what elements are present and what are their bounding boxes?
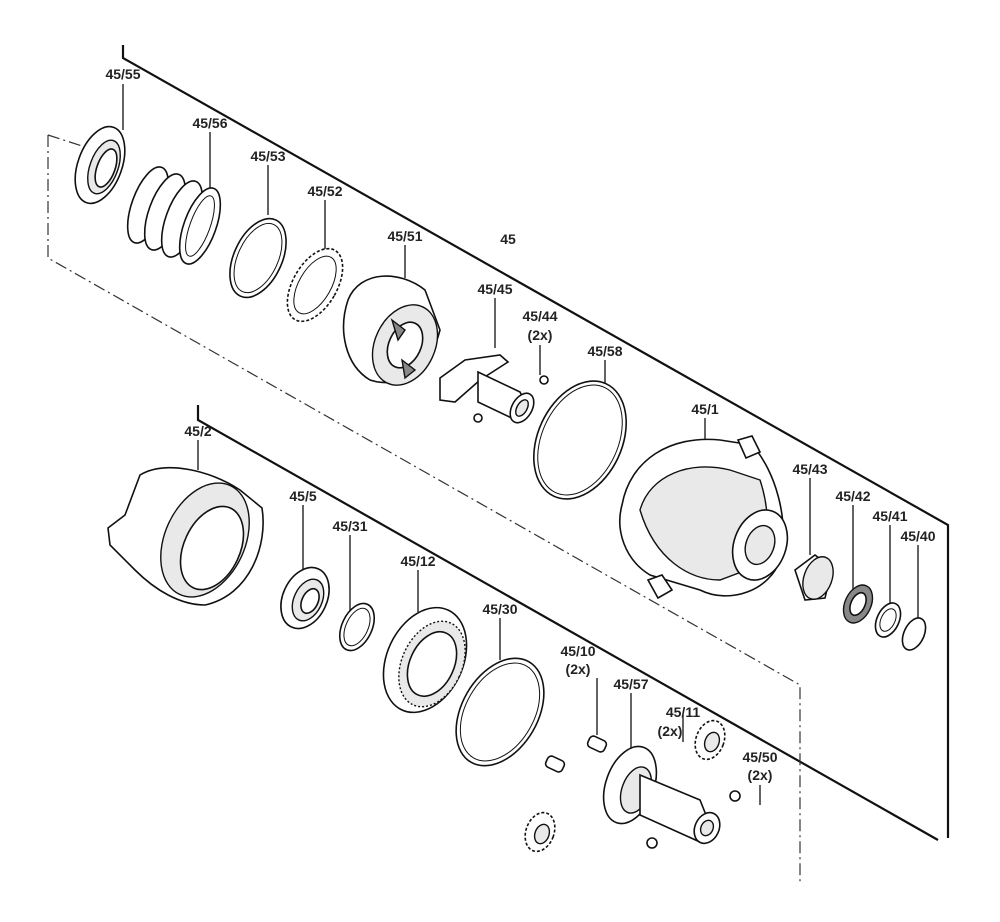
part-45-51-cam-sleeve: [342, 275, 441, 386]
part-45-42-spring: [842, 584, 874, 624]
leader-lines: [122, 84, 919, 805]
label-45-56: 45/56: [192, 115, 227, 131]
part-45-11-planet-gears: [524, 719, 726, 853]
part-labels: 45/55 45/56 45/53 45/52 45/51 45 45/45 4…: [105, 66, 935, 783]
part-45-58-o-ring: [532, 380, 628, 500]
label-45: 45: [500, 231, 516, 247]
label-45-5: 45/5: [289, 488, 316, 504]
lower-frame-line: [196, 405, 939, 841]
label-45-50: 45/50: [742, 749, 777, 765]
part-45-45-spindle: [439, 354, 549, 424]
label-45-30: 45/30: [482, 601, 517, 617]
label-45-12: 45/12: [400, 553, 435, 569]
label-45-11-quantity: (2x): [658, 723, 683, 739]
part-45-12-ring-gear: [382, 606, 468, 714]
part-45-2-gear-housing: [107, 467, 264, 606]
label-45-10: 45/10: [560, 643, 595, 659]
label-45-57: 45/57: [613, 676, 648, 692]
part-45-1-housing: [619, 435, 789, 600]
dashed-axis-line: [47, 135, 801, 885]
label-45-41: 45/41: [872, 508, 907, 524]
label-45-1: 45/1: [691, 401, 718, 417]
part-45-10-pins: [544, 735, 608, 773]
label-45-44: 45/44: [522, 308, 557, 324]
part-45-30-washer: [455, 657, 545, 767]
part-45-57-planet-carrier: [602, 745, 741, 849]
label-45-10-quantity: (2x): [566, 661, 591, 677]
label-45-2: 45/2: [184, 423, 211, 439]
label-45-58: 45/58: [587, 343, 622, 359]
label-45-53: 45/53: [250, 148, 285, 164]
part-45-56-spring: [126, 166, 222, 265]
label-45-52: 45/52: [307, 183, 342, 199]
label-45-11: 45/11: [666, 704, 700, 720]
label-45-51: 45/51: [387, 228, 422, 244]
upper-frame-line: [121, 45, 950, 838]
label-45-45: 45/45: [477, 281, 512, 297]
label-45-43: 45/43: [792, 461, 827, 477]
label-45-31: 45/31: [332, 518, 367, 534]
part-45-5-seal: [280, 566, 330, 630]
part-45-53-washer: [229, 217, 287, 299]
part-45-52-ball-ring: [286, 247, 344, 323]
label-45-40: 45/40: [900, 528, 935, 544]
part-45-43-sleeve: [794, 553, 834, 601]
label-45-44-quantity: (2x): [528, 327, 553, 343]
part-45-55-seal: [74, 125, 126, 205]
label-45-55: 45/55: [105, 66, 140, 82]
part-45-40-circlip: [901, 617, 927, 651]
label-45-50-quantity: (2x): [748, 767, 773, 783]
part-45-41-ring: [874, 602, 902, 638]
part-45-31-washer: [338, 602, 376, 652]
label-45-42: 45/42: [835, 488, 870, 504]
